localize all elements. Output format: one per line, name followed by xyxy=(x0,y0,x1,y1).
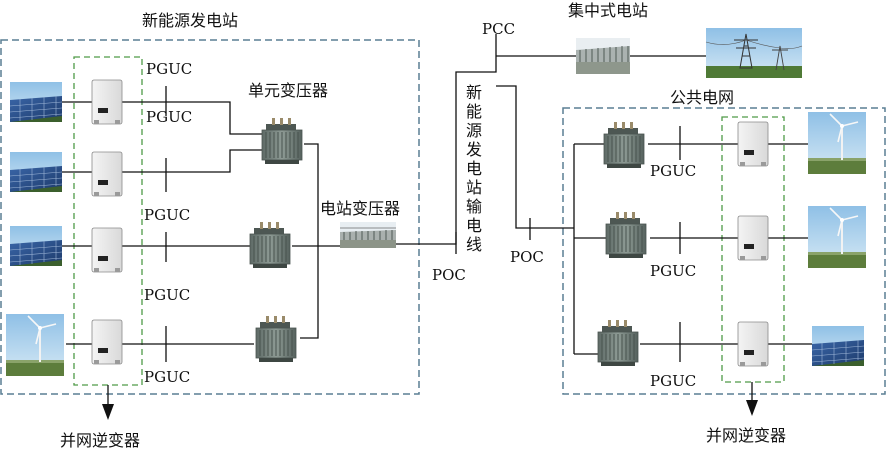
right-inverter-group-boundary xyxy=(721,116,785,383)
wind-turbine-icon-2 xyxy=(807,111,867,175)
inverter-icon-right-3 xyxy=(737,321,769,367)
station-transformer-icon xyxy=(339,221,397,249)
inverter-icon-left-1 xyxy=(91,79,123,125)
inverter-icon-right-2 xyxy=(737,215,769,261)
unit-transformer-icon-1 xyxy=(261,117,303,165)
wind-turbine-icon-1 xyxy=(5,313,65,377)
transmission-tower-icon xyxy=(705,27,803,79)
right-output-arrow-icon xyxy=(746,382,758,416)
transmission-line-label: 新能源发电站输电线 xyxy=(466,83,482,254)
grid-transformer-icon-3 xyxy=(597,319,639,367)
grid-transformer-icon-2 xyxy=(605,211,647,259)
left-station-title: 新能源发电站 xyxy=(142,11,238,30)
pguc-label-right-2: PGUC xyxy=(650,262,696,280)
unit-transformer-icon-3 xyxy=(255,315,297,363)
pguc-label-left-1b: PGUC xyxy=(146,108,192,126)
centralized-station-icon xyxy=(575,37,631,75)
grid-transformer-icon-1 xyxy=(603,121,645,169)
unit-transformer-label: 单元变压器 xyxy=(248,81,328,100)
public-grid-label: 公共电网 xyxy=(670,88,734,107)
unit-transformer-icon-2 xyxy=(249,221,291,269)
solar-panel-icon-4 xyxy=(811,325,865,367)
station-transformer-label: 电站变压器 xyxy=(320,199,400,218)
left-wiring xyxy=(62,34,497,362)
pguc-label-left-1a: PGUC xyxy=(146,60,192,78)
inverter-icon-left-2 xyxy=(91,151,123,197)
pcc-label: PCC xyxy=(482,20,515,38)
inverter-icon-left-4 xyxy=(91,319,123,365)
right-wiring xyxy=(496,55,812,362)
solar-panel-icon-1 xyxy=(9,81,63,123)
inverter-icon-right-1 xyxy=(737,121,769,167)
solar-panel-icon-2 xyxy=(9,151,63,193)
centralized-station-label: 集中式电站 xyxy=(568,1,648,20)
pguc-label-left-2: PGUC xyxy=(144,206,190,224)
right-inverter-label: 并网逆变器 xyxy=(706,426,786,445)
wind-turbine-icon-3 xyxy=(807,205,867,269)
pguc-label-right-3: PGUC xyxy=(650,372,696,390)
pguc-label-left-4: PGUC xyxy=(144,368,190,386)
pguc-label-left-3: PGUC xyxy=(144,286,190,304)
left-station-boundary xyxy=(0,39,420,395)
pguc-label-right-1: PGUC xyxy=(650,162,696,180)
inverter-icon-left-3 xyxy=(91,227,123,273)
left-output-arrow-icon xyxy=(102,385,114,420)
poc-label-left: POC xyxy=(432,266,466,284)
public-grid-boundary xyxy=(562,107,886,395)
left-inverter-label: 并网逆变器 xyxy=(60,431,140,450)
poc-label-right: POC xyxy=(510,248,544,266)
solar-panel-icon-3 xyxy=(9,225,63,267)
